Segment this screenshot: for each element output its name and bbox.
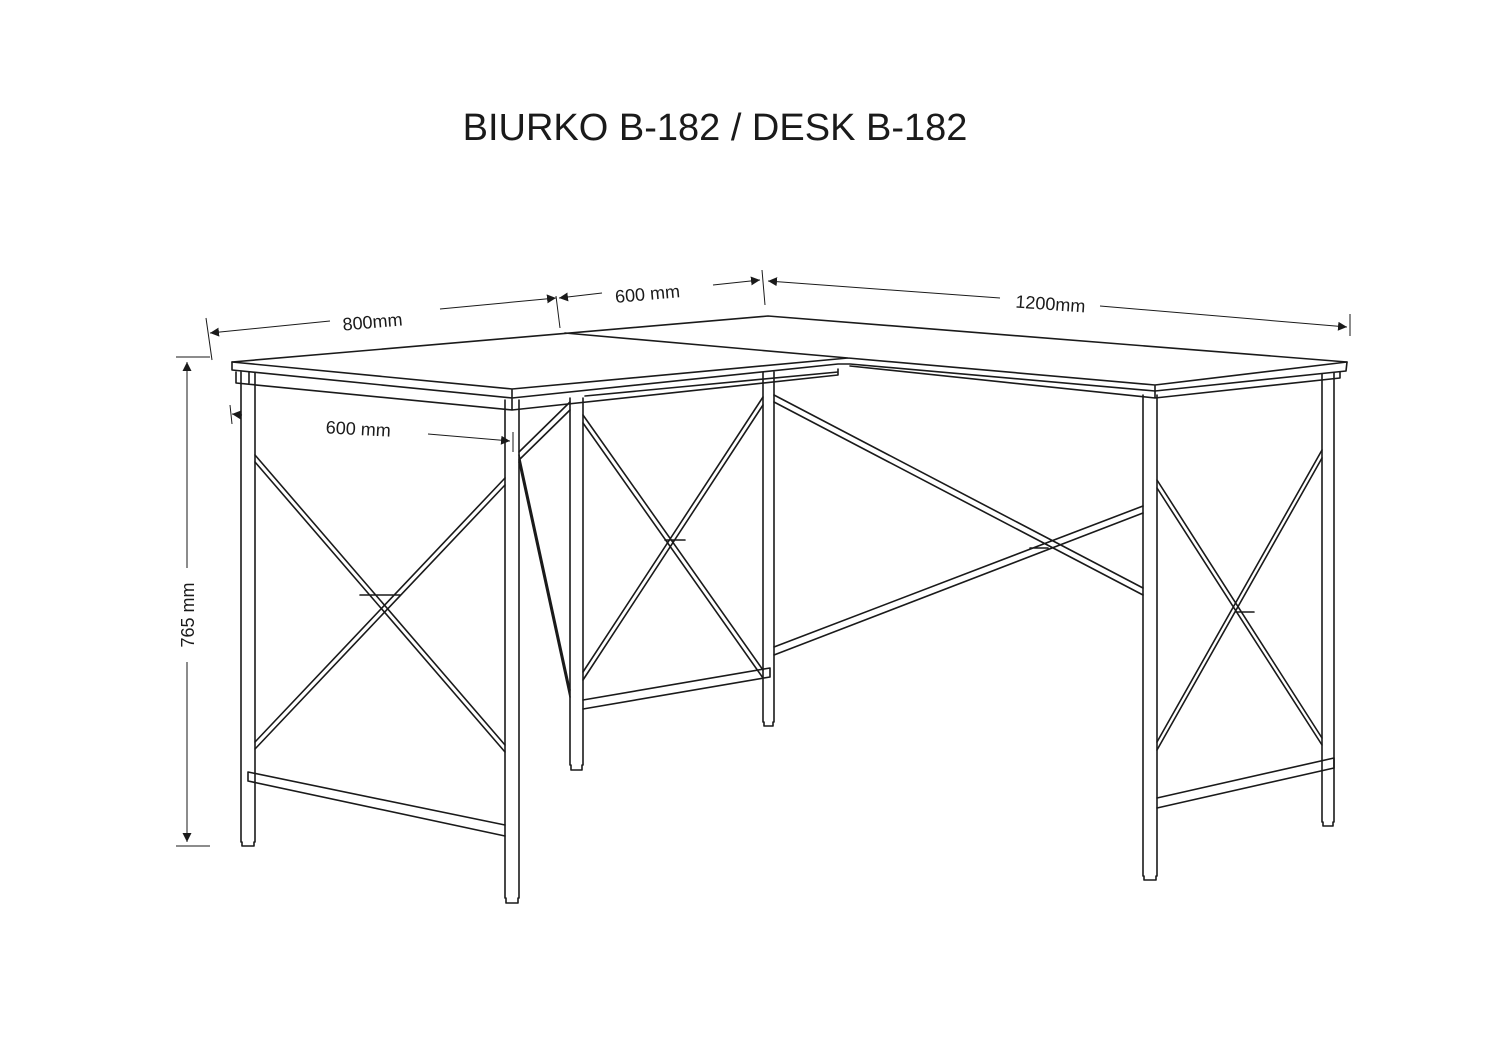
leg-front-left [240, 371, 256, 847]
dim-600-depth-line-b [427, 433, 511, 445]
leg-back-middle [762, 371, 775, 727]
dim-width-right-label: 1200mm [1015, 292, 1086, 317]
dim-1200-line-a [767, 277, 1001, 299]
dim-1200-line-b [1099, 305, 1348, 331]
desk-top-edges [231, 332, 1348, 399]
drawing-title: BIURKO B-182 / DESK B-182 [463, 107, 968, 149]
dimension-lines: 800mm 600 mm 1200mm 600 mm 765 mm [176, 269, 1351, 847]
dim-600-top-line-b [712, 276, 761, 286]
middle-bottom-rail [582, 667, 771, 710]
extension-lines [176, 269, 1351, 847]
corner-side-brace [518, 401, 571, 698]
dim-height-label: 765 mm [178, 582, 198, 647]
dim-600-top-line-a [558, 292, 603, 302]
right-side-brace [1156, 449, 1323, 751]
desk-frame [235, 365, 1341, 904]
middle-back-brace [582, 396, 764, 681]
right-bottom-rail [1156, 757, 1335, 809]
left-bottom-rail [247, 771, 506, 837]
leg-front-right [1142, 394, 1158, 881]
left-side-brace [254, 454, 506, 753]
dim-800-line-a [209, 320, 331, 337]
dim-600-depth-line-a [231, 410, 243, 420]
leg-back-right [1321, 371, 1335, 827]
leg-inner-corner [569, 397, 584, 771]
dim-width-middle-label: 600 mm [614, 281, 681, 307]
apron [235, 365, 1341, 411]
dim-800-line-b [439, 294, 557, 310]
dim-depth-left-label: 600 mm [325, 417, 391, 440]
desk-top [231, 315, 1348, 399]
leg-front-corner [504, 399, 520, 904]
long-back-brace [773, 394, 1144, 656]
dim-width-left-label: 800mm [342, 309, 404, 334]
